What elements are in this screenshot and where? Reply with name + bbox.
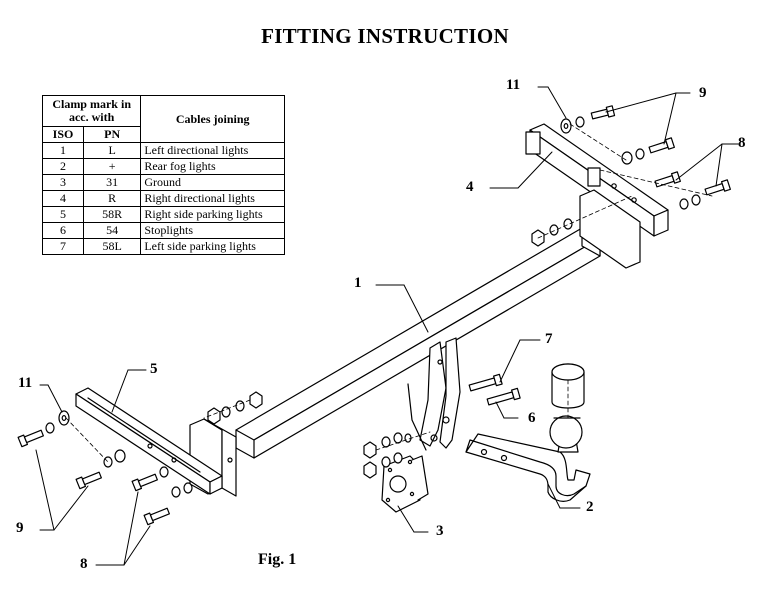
nuts-washers-left	[207, 391, 263, 425]
callout-7: 7	[545, 331, 553, 347]
callout-11-left: 11	[18, 375, 33, 391]
pn-cell: 31	[82, 174, 142, 191]
callout-8-left: 8	[80, 556, 88, 572]
callout-11-top: 11	[506, 77, 521, 93]
bolts-top-right	[560, 105, 731, 210]
callout-9-top: 9	[699, 85, 707, 101]
cables-joining-table: Clamp mark in acc. with Cables joining I…	[41, 95, 285, 255]
nuts-washers-right	[531, 218, 573, 247]
desc-cell: Ground	[140, 174, 285, 191]
callout-3: 3	[436, 523, 444, 539]
center-drop-bracket	[407, 337, 461, 451]
callout-5: 5	[150, 361, 158, 377]
page-title: FITTING INSTRUCTION	[261, 24, 509, 48]
nuts-washers-center	[363, 432, 412, 479]
desc-cell: Right side parking lights	[140, 206, 285, 223]
cables-joining-header: Cables joining	[140, 95, 285, 143]
pn-header: PN	[82, 126, 142, 143]
callout-2: 2	[586, 499, 594, 515]
assembly-lines	[65, 123, 713, 463]
callout-6: 6	[528, 410, 536, 426]
desc-cell: Stoplights	[140, 222, 285, 239]
clamp-mark-header: Clamp mark in acc. with	[41, 95, 142, 127]
socket-plate	[381, 455, 429, 513]
pn-cell: 54	[82, 222, 142, 239]
leader-lines	[35, 86, 739, 566]
pn-cell: 58L	[82, 238, 142, 255]
bolts-left	[17, 410, 193, 526]
bolts-center	[468, 373, 521, 406]
callout-9-left: 9	[16, 520, 24, 536]
desc-cell: Left side parking lights	[140, 238, 285, 255]
callout-8-top: 8	[738, 135, 746, 151]
desc-cell: Right directional lights	[140, 190, 285, 207]
callout-1: 1	[354, 275, 362, 291]
right-end-plate	[579, 189, 641, 269]
iso-cell: 7	[42, 238, 84, 255]
figure-label: Fig. 1	[258, 551, 297, 568]
callout-4: 4	[466, 179, 474, 195]
